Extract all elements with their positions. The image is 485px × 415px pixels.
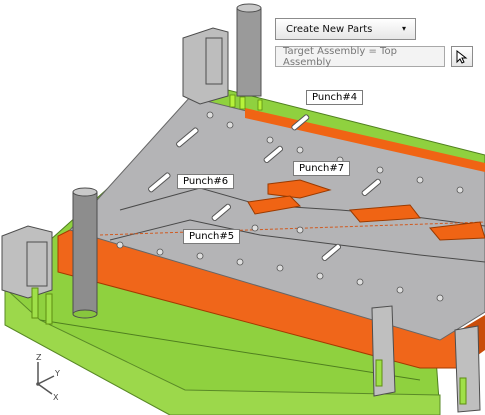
right-punch-shapes-2 bbox=[429, 221, 485, 241]
die-base-edge bbox=[39, 319, 421, 381]
punch-7-shape[interactable] bbox=[267, 179, 332, 199]
target-assembly-text: Target Assembly = Top Assembly bbox=[283, 45, 397, 68]
punch-5-callout[interactable]: Punch#5 bbox=[183, 229, 241, 244]
center-line bbox=[99, 221, 485, 236]
y-axis-label: Y bbox=[54, 369, 60, 378]
strip-outline-lower bbox=[109, 219, 485, 263]
punch-7-callout[interactable]: Punch#7 bbox=[293, 161, 351, 176]
guide-pins bbox=[229, 94, 263, 111]
cursor-arrow-icon bbox=[456, 49, 468, 64]
punch-4-callout[interactable]: Punch#4 bbox=[306, 90, 364, 105]
orange-strip-top bbox=[245, 108, 485, 172]
x-axis-line bbox=[37, 383, 53, 395]
create-new-parts-dropdown[interactable]: Create New Parts ▾ bbox=[275, 18, 416, 40]
axis-triad: Z Y X bbox=[36, 353, 60, 402]
punch-6-callout[interactable]: Punch#6 bbox=[177, 174, 235, 189]
die-base-front-face bbox=[4, 286, 441, 415]
bracket-front-left[interactable] bbox=[1, 225, 53, 299]
create-new-parts-label: Create New Parts bbox=[286, 23, 373, 35]
pilot-holes bbox=[116, 111, 464, 302]
x-axis-label: X bbox=[53, 393, 59, 402]
select-tool-button[interactable] bbox=[451, 46, 473, 67]
origin-dot bbox=[36, 382, 40, 386]
target-assembly-field[interactable]: Target Assembly = Top Assembly bbox=[275, 45, 445, 68]
chevron-down-icon: ▾ bbox=[401, 24, 406, 33]
right-punch-shapes bbox=[349, 204, 421, 223]
guide-post-back[interactable] bbox=[236, 3, 262, 97]
z-axis-label: Z bbox=[36, 353, 42, 362]
punch-6-shape[interactable] bbox=[247, 195, 302, 215]
guide-bushings bbox=[31, 287, 467, 405]
y-axis-line bbox=[37, 375, 55, 385]
bracket-back-left[interactable] bbox=[182, 27, 229, 105]
guide-post-front[interactable] bbox=[72, 187, 98, 319]
punch-slots bbox=[148, 114, 382, 262]
